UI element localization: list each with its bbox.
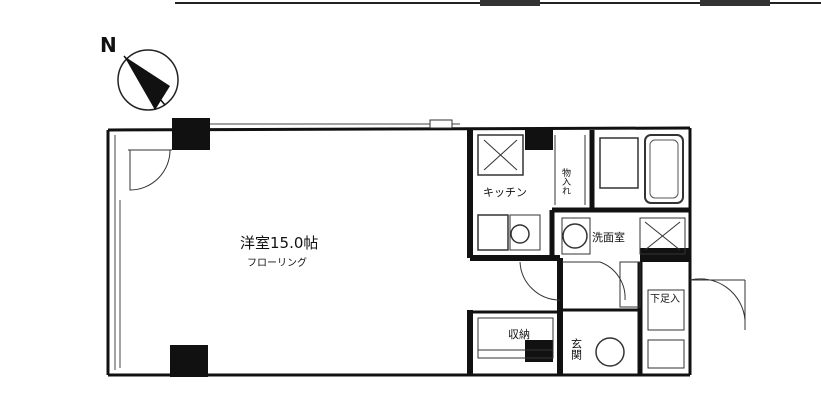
washroom-label: 洗面室 [592, 230, 625, 244]
kitchen-fixtures [477, 134, 586, 251]
column-top-mid [525, 128, 553, 150]
outer-walls [106, 119, 692, 377]
column-bottom-left [170, 345, 208, 377]
closet-label: 収納 [508, 328, 530, 341]
shoe-storage-label: 下足入 [650, 293, 680, 305]
lower-fixtures [477, 289, 685, 369]
kitchen-counter [477, 134, 524, 176]
door-swings [519, 261, 746, 330]
western-room-name: 洋室15.0帖 [240, 234, 318, 252]
columns [170, 118, 690, 377]
washing-machine-icon [562, 223, 588, 249]
stove-icon [477, 214, 509, 251]
compass-ring [117, 49, 179, 111]
column-top-left [172, 118, 210, 150]
entrance-label: 玄関 [570, 337, 583, 360]
kitchen-label: キッチン [483, 186, 527, 199]
bathtub-icon [644, 134, 684, 204]
door-balcony [128, 149, 172, 191]
toilet-icon [595, 337, 625, 367]
compass: N [100, 33, 179, 111]
column-right-mid [640, 248, 690, 262]
partition-walls [467, 130, 690, 375]
bath-fixtures [561, 134, 686, 255]
north-label: N [100, 33, 117, 57]
header-strip [175, 0, 821, 6]
column-bottom-mid [525, 340, 553, 362]
storage-space-label: 物入れ [560, 167, 571, 195]
western-room-floor: フローリング [247, 256, 307, 269]
washbasin-icon [599, 137, 639, 189]
